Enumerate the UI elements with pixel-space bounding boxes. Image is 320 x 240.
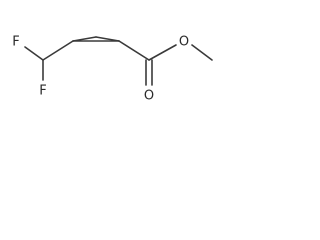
ester-oxygen-label: O <box>179 35 189 50</box>
fluorine-label-top: F <box>12 35 19 50</box>
bond-ring-to-cf2 <box>42 40 74 61</box>
bond-ring-to-carbonyl-carbon <box>118 40 150 61</box>
fluorine-label-bottom: F <box>39 84 46 99</box>
bond-cf2-to-f-top <box>24 46 44 61</box>
carbonyl-oxygen-label: O <box>144 89 154 104</box>
bond-ester-oxygen-to-methyl <box>191 44 213 61</box>
molecule-structure: F F O O <box>12 35 213 104</box>
bond-carbonyl-to-ester-oxygen <box>148 44 177 61</box>
